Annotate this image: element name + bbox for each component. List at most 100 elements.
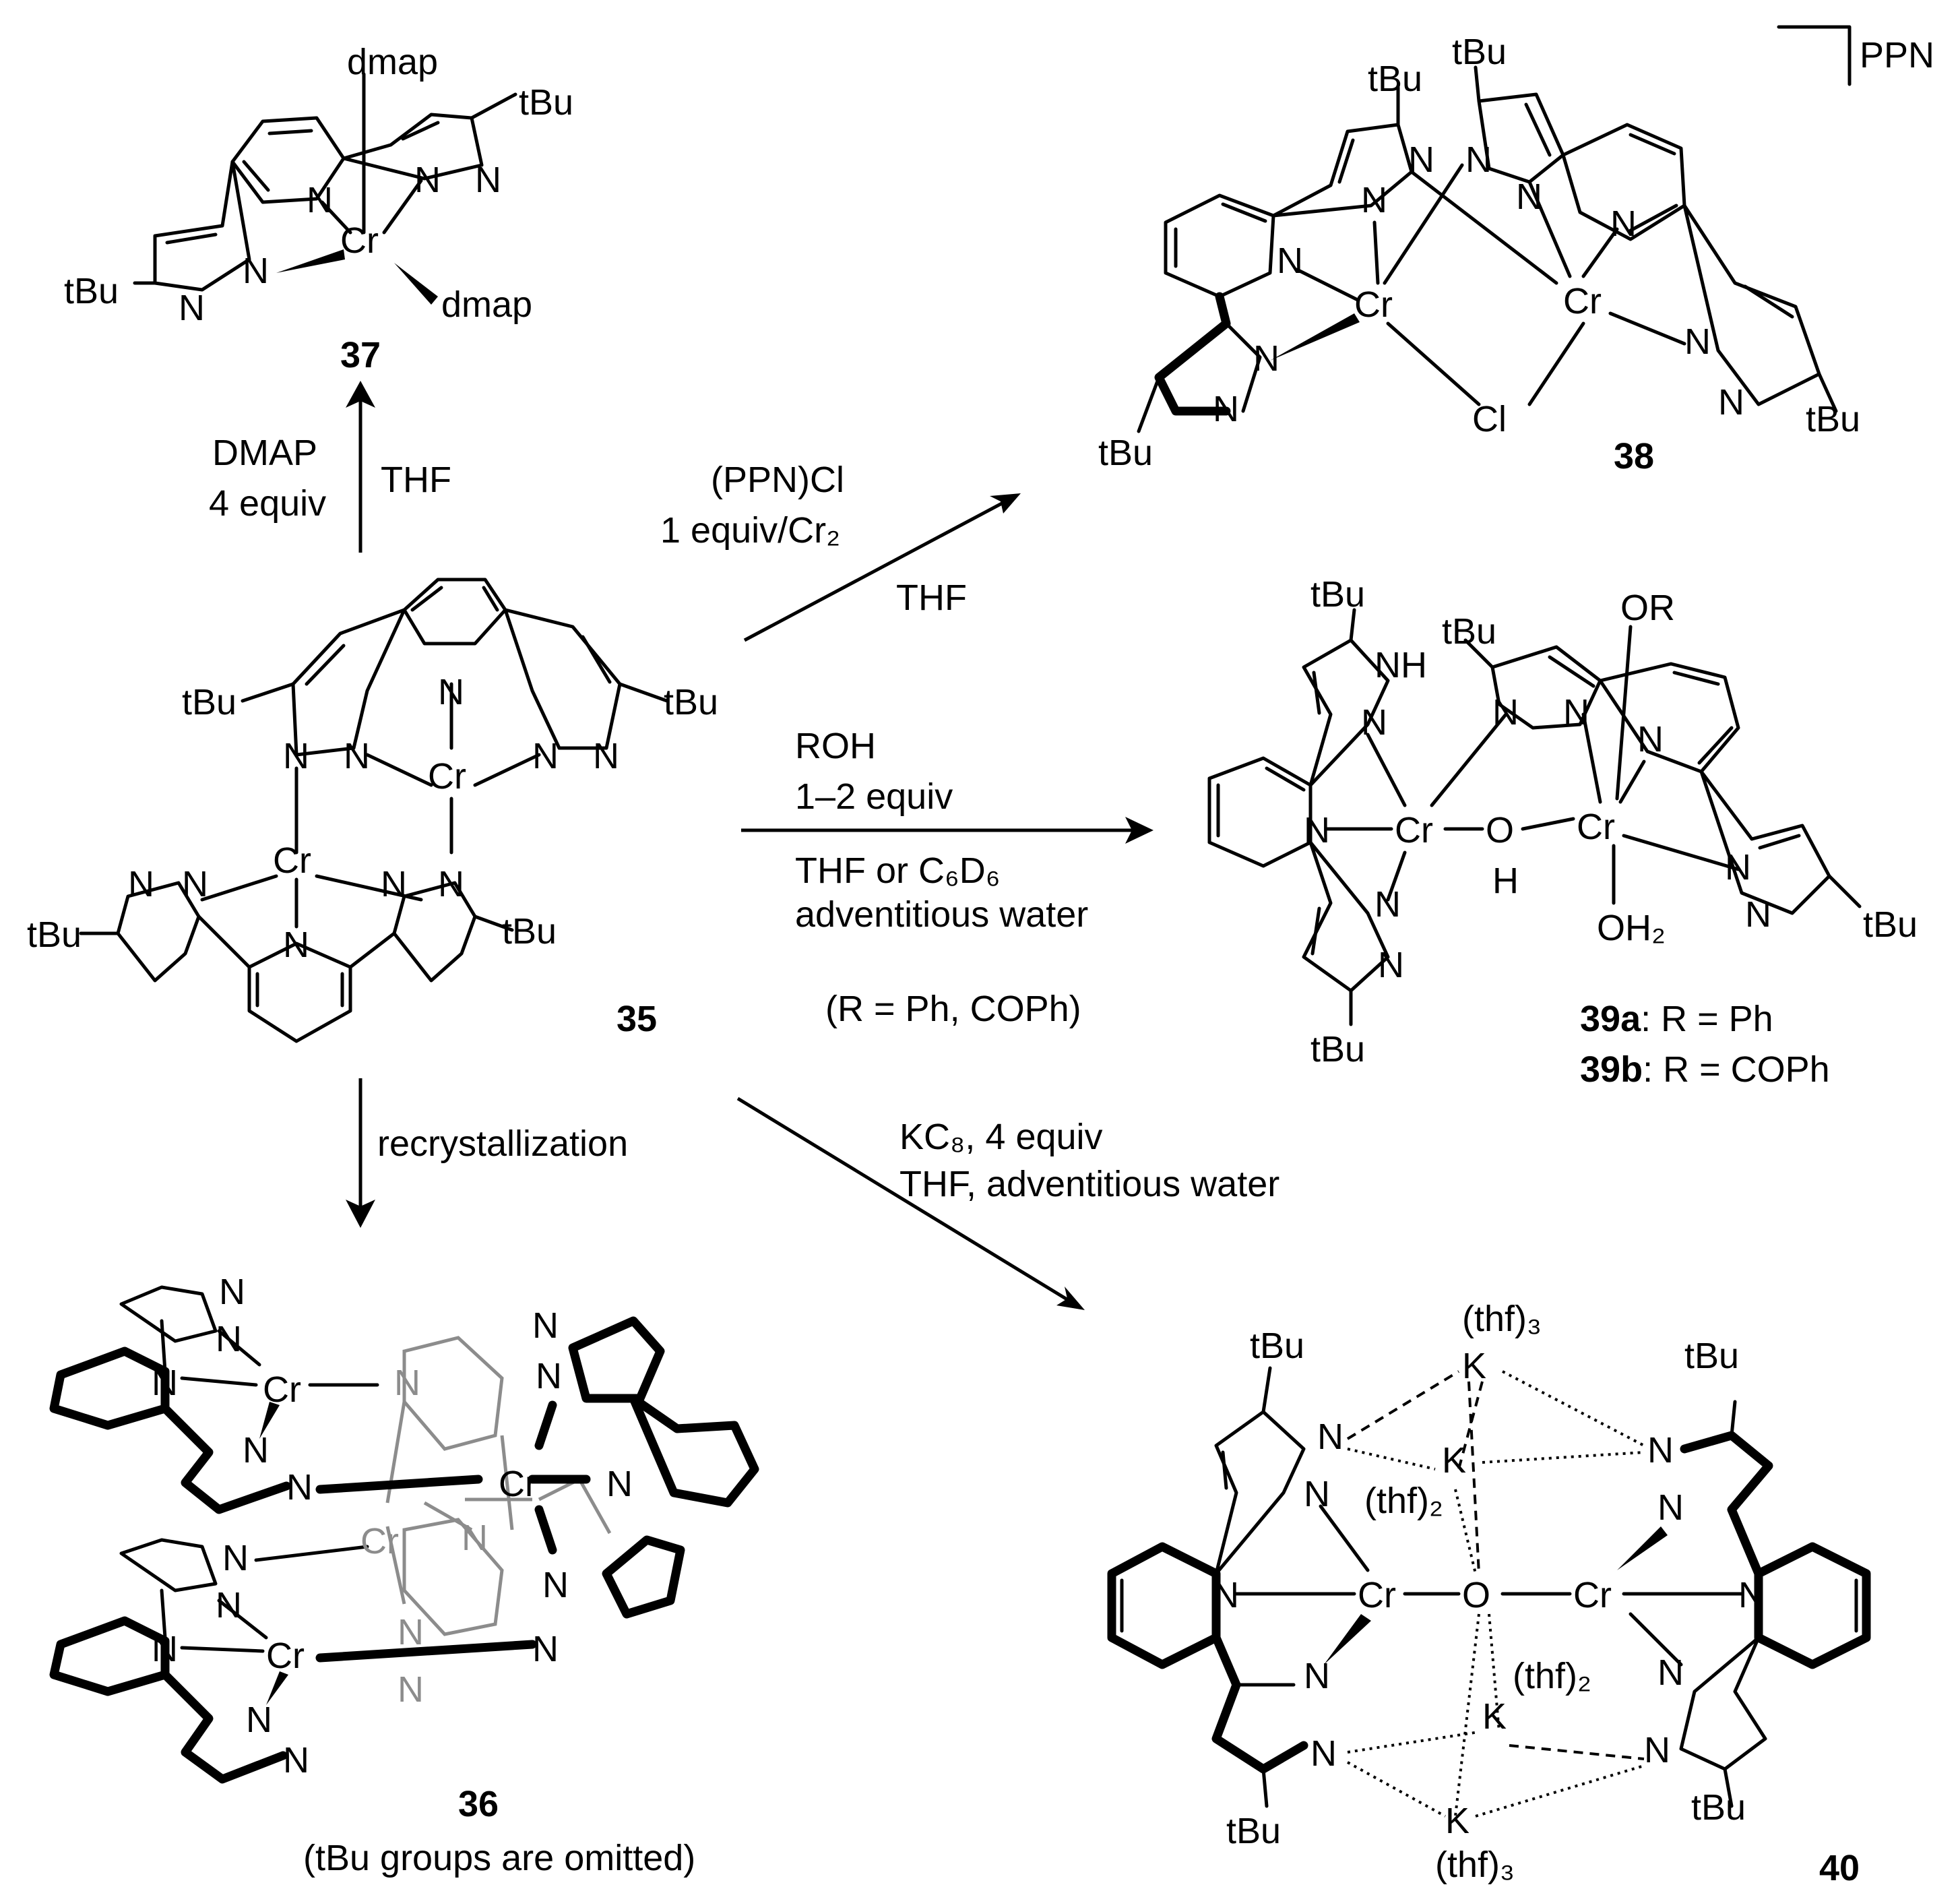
atom-n-36-b: N <box>216 1319 242 1359</box>
atom-n-35-h: N <box>438 864 464 904</box>
reagent-roh: ROH <box>795 726 876 766</box>
atom-cr-40-left: Cr <box>1358 1575 1396 1615</box>
conditions-to-38: (PPN)Cl 1 equiv/Cr₂ THF <box>660 460 967 618</box>
atom-cl-38: Cl <box>1472 399 1507 439</box>
label-39b-r: : R = COPh <box>1643 1049 1830 1090</box>
arrow-to-38 <box>743 497 1012 642</box>
compound-40: tBu (thf)₃ K tBu N K (thf)₂ N N N N Cr O… <box>1107 1299 1871 1888</box>
atom-n-36-i: N <box>542 1565 569 1605</box>
compound-36: N Cr N N N N N N Cr N N N N Cr N N N N N… <box>49 1272 759 1878</box>
atom-tbu-39-a: tBu <box>1310 574 1365 615</box>
atom-n-40-f: N <box>1657 1652 1684 1693</box>
atom-n-40-b: N <box>1647 1430 1674 1470</box>
atom-h-39: H <box>1492 861 1519 901</box>
atom-n-36-grey-b: N <box>462 1518 488 1558</box>
atom-tbu-37-right: tBu <box>519 82 573 123</box>
atom-n-36-o: N <box>283 1740 309 1780</box>
atom-n-40-a: N <box>1317 1417 1343 1457</box>
atom-n-39-b: N <box>1492 692 1519 733</box>
atom-tbu-38-d: tBu <box>1806 399 1860 439</box>
atom-thf3-40-top: (thf)₃ <box>1462 1299 1542 1339</box>
atom-tbu-39-c: tBu <box>1863 904 1918 945</box>
atom-n-39-e: N <box>1725 847 1751 888</box>
conditions-to-39: ROH 1–2 equiv THF or C₆D₆ adventitious w… <box>795 726 1088 1029</box>
compound-38: PPN Cr Cr Cl <box>1098 25 1934 476</box>
atom-n-39-py: N <box>1304 810 1330 850</box>
atom-n-35-g: N <box>381 864 407 904</box>
condition-recrystallization: recrystallization <box>377 1123 628 1164</box>
atom-n-38-d: N <box>1465 140 1492 180</box>
atom-n-py37: N <box>307 180 333 220</box>
atom-n-35-f: N <box>182 864 208 904</box>
atom-n-35-c: N <box>532 736 559 776</box>
atom-n-36-grey-c: N <box>398 1612 424 1652</box>
atom-n-40-d: N <box>1657 1487 1684 1528</box>
atom-k-40-c: K <box>1482 1696 1507 1737</box>
amount-ppncl: 1 equiv/Cr₂ <box>660 510 840 551</box>
atom-cr-39-right: Cr <box>1577 807 1615 847</box>
atom-n-40-g: N <box>1310 1733 1337 1774</box>
atom-tbu-37-left: tBu <box>64 271 119 311</box>
atom-cr-40-right: Cr <box>1573 1575 1612 1615</box>
atom-tbu-39-b: tBu <box>1442 611 1496 652</box>
atom-n-38-c: N <box>1408 140 1434 180</box>
atom-cr-36-a: Cr <box>263 1369 301 1410</box>
atom-n-36-grey-a: N <box>394 1363 420 1403</box>
solvent-water-40: THF, adventitious water <box>899 1164 1279 1204</box>
atom-n-36-m: N <box>152 1629 178 1669</box>
atom-thf2-40-a: (thf)₂ <box>1364 1481 1443 1521</box>
atom-o-39: O <box>1486 810 1514 850</box>
atom-n-39-f: N <box>1745 894 1771 935</box>
atom-tbu-35-br: tBu <box>502 911 557 952</box>
atom-thf3-40-bottom: (thf)₃ <box>1435 1845 1515 1885</box>
atom-n-39-h: N <box>1378 945 1404 985</box>
compound-35: N Cr Cr N N N N N N N N N tBu tBu tBu tB… <box>27 578 718 1043</box>
atom-k-40-d: K <box>1445 1801 1469 1841</box>
label-40: 40 <box>1819 1848 1860 1888</box>
atom-tbu-40-a: tBu <box>1250 1326 1304 1366</box>
atom-k-40-b: K <box>1442 1440 1466 1481</box>
label-37: 37 <box>340 335 381 375</box>
atom-n-35-d: N <box>593 736 619 776</box>
atom-cr-38-right: Cr <box>1563 281 1602 321</box>
atom-n-38-g: N <box>1684 321 1711 362</box>
atom-n-left37b: N <box>179 288 205 328</box>
atom-cr-39-left: Cr <box>1395 810 1433 850</box>
atom-n-38-h: N <box>1718 382 1744 423</box>
atom-dmap-top: dmap <box>347 42 438 82</box>
atom-cr-36-grey: Cr <box>360 1521 399 1561</box>
atom-n-40-c: N <box>1304 1474 1330 1514</box>
atom-n-right37b: N <box>475 160 501 200</box>
reagent-ppncl: (PPN)Cl <box>711 460 844 500</box>
atom-n-py35-top: N <box>438 672 464 712</box>
atom-tbu-40-d: tBu <box>1691 1787 1746 1828</box>
atom-tbu-38-a: tBu <box>1368 59 1422 99</box>
atom-n-40-py-right: N <box>1738 1575 1765 1615</box>
label-39a-r: : R = Ph <box>1641 999 1773 1039</box>
atom-cr-35-top: Cr <box>428 756 466 797</box>
atom-tbu-38-c: tBu <box>1098 433 1153 473</box>
atom-nh-39: NH <box>1374 645 1427 685</box>
atom-n-36-h: N <box>606 1464 633 1504</box>
atom-n-36-f: N <box>532 1305 559 1346</box>
conditions-to-40: KC₈, 4 equiv THF, adventitious water <box>899 1117 1279 1204</box>
atom-or-39: OR <box>1620 588 1675 628</box>
label-39b: 39b: R = COPh <box>1580 1049 1830 1090</box>
atom-tbu-35-tr: tBu <box>664 682 718 722</box>
solvent-thf-37: THF <box>381 460 451 500</box>
atom-n-36-g: N <box>536 1356 562 1396</box>
atom-n-py35-bottom: N <box>283 925 309 965</box>
scope-r: (R = Ph, COPh) <box>825 989 1081 1029</box>
label-39b-num: 39b <box>1580 1049 1643 1090</box>
atom-n-35-b: N <box>344 736 370 776</box>
atom-n-right37: N <box>414 160 441 200</box>
atom-k-40-a: K <box>1462 1346 1486 1386</box>
atom-cr-35-bottom: Cr <box>273 840 311 881</box>
atom-n-36-grey-d: N <box>398 1669 424 1710</box>
solvent-thf-38: THF <box>896 578 967 618</box>
atom-n-38-i: N <box>1253 338 1279 379</box>
atom-n-36-n: N <box>246 1700 272 1740</box>
atom-n-39-g: N <box>1374 884 1401 925</box>
atom-n-38-b: N <box>1361 180 1387 220</box>
